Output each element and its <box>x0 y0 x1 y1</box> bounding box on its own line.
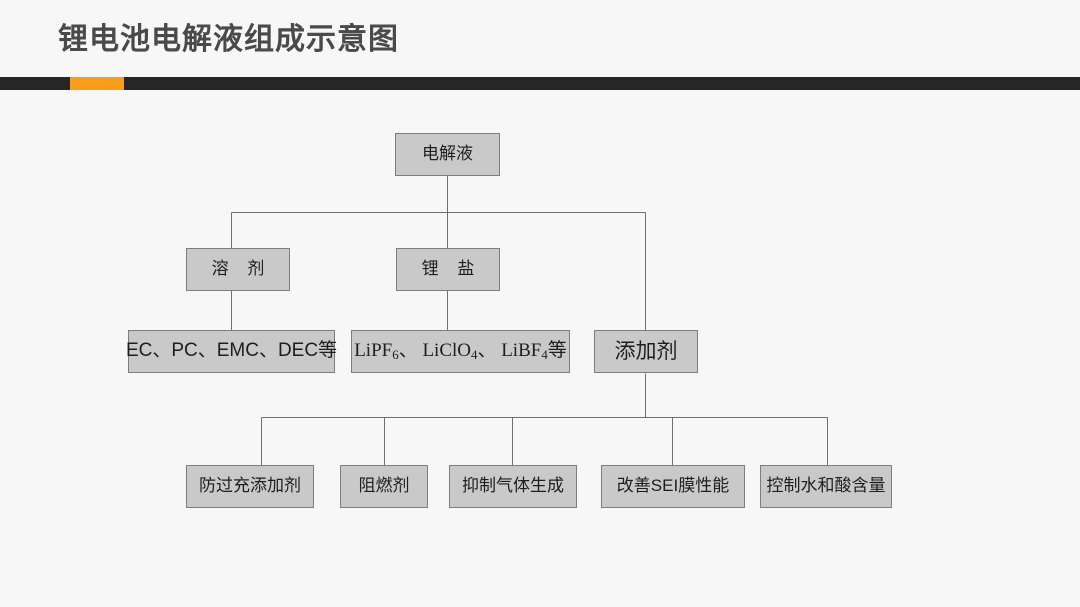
page-title: 锂电池电解液组成示意图 <box>58 23 399 56</box>
node-electrolyte-root[interactable]: 电解液 <box>395 133 500 176</box>
node-additive-water-acid-control[interactable]: 控制水和酸含量 <box>760 465 892 508</box>
node-lithium-salt-items[interactable]: LiPF6、 LiClO4、 LiBF4等 <box>351 330 570 373</box>
node-additive-sei-film[interactable]: 改善SEI膜性能 <box>601 465 745 508</box>
title-accent-segment <box>70 77 124 90</box>
title-underline-bar <box>0 77 1080 90</box>
node-solvent-items[interactable]: EC、PC、EMC、DEC等 <box>126 330 337 373</box>
node-lithium-salt[interactable]: 锂 盐 <box>396 248 500 291</box>
node-additive-anti-overcharge[interactable]: 防过充添加剂 <box>186 465 314 508</box>
node-additive-gas-suppression[interactable]: 抑制气体生成 <box>449 465 577 508</box>
salt-formula-text: LiPF6、 LiClO4、 LiBF4等 <box>354 339 567 362</box>
node-additive[interactable]: 添加剂 <box>594 330 698 373</box>
node-solvent[interactable]: 溶 剂 <box>186 248 290 291</box>
connector-lines <box>230 176 829 466</box>
node-additive-flame-retardant[interactable]: 阻燃剂 <box>340 465 428 508</box>
electrolyte-composition-diagram: 电解液 溶 剂 锂 盐 添加剂 EC、PC、EMC、DEC等 LiPF6、 Li… <box>0 90 1080 607</box>
